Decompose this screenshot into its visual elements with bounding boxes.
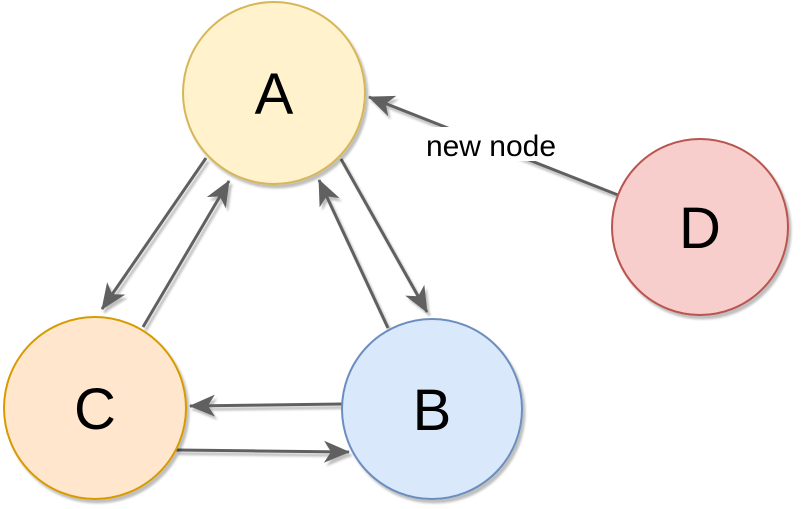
node-d-circle [611,138,789,316]
edge-b-to-c-arrow [189,394,343,417]
node-c-label: C [74,377,116,442]
node-a-label: A [255,62,294,127]
node-d-label: D [679,196,721,261]
edge-label-new-node: new node [426,130,556,163]
edge-a-to-c-arrow [100,157,208,310]
node-b-circle [341,318,523,500]
edge-b-to-a-arrow [317,179,390,329]
node-c-circle [3,316,187,500]
edge-label-background [423,127,559,161]
edge-c-to-b-arrow [175,440,350,463]
edge-c-to-a-arrow [141,180,231,328]
edge-a-to-b-arrow [339,158,429,313]
nodes-layer [3,1,789,500]
node-b-label: B [413,378,452,443]
node-a-circle [182,1,366,185]
